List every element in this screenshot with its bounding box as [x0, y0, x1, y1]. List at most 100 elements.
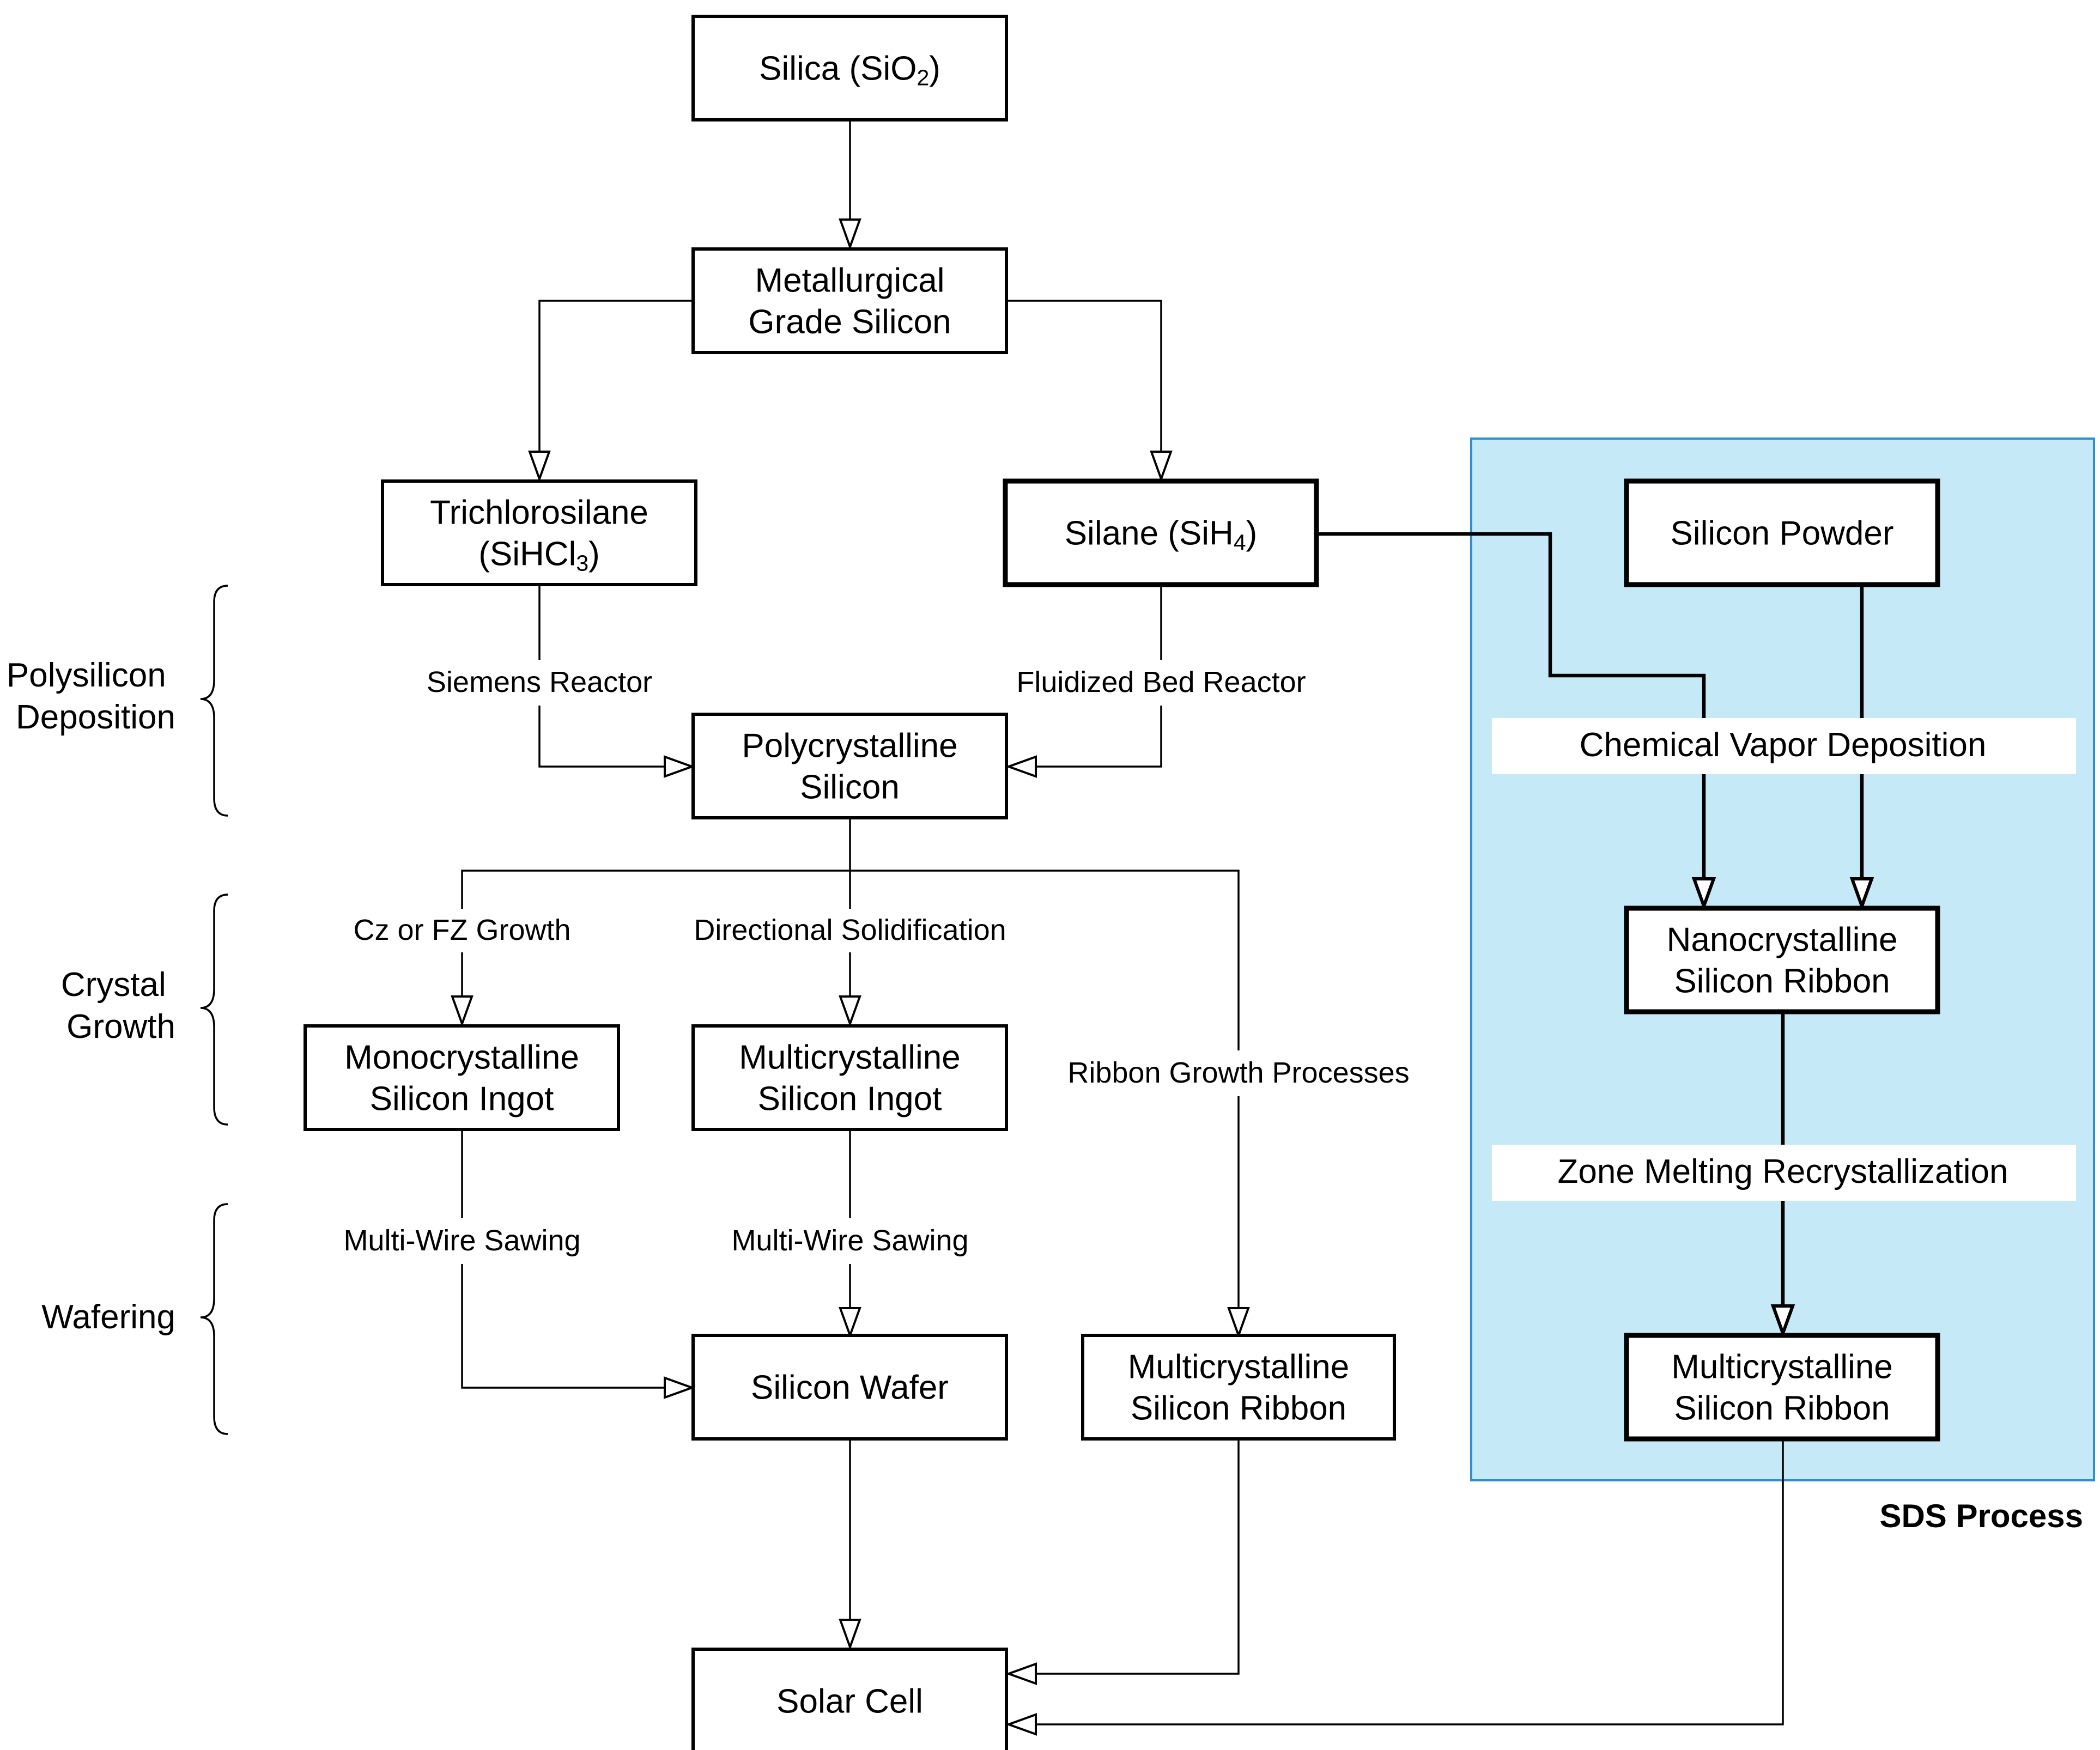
wafering-bracket: [200, 1203, 228, 1435]
stage-wafering: Wafering: [41, 1298, 175, 1336]
node-wafer: Silicon Wafer: [691, 1334, 1008, 1441]
fluidized-label-background: [1005, 660, 1317, 706]
directional-solidification-label: Directional Solidification: [694, 914, 1006, 946]
node-trichlorosilane: Trichlorosilane (SiHCl3): [381, 479, 697, 586]
label-text: Monocrystalline: [344, 1039, 579, 1077]
label-text: ): [588, 536, 600, 573]
fluidized-bed-reactor-label: Fluidized Bed Reactor: [1016, 666, 1306, 698]
node-label: Silane (SiH4): [1065, 515, 1258, 555]
node-box: [691, 1024, 1008, 1131]
sawing-multi-label-background: [721, 1218, 979, 1264]
node-label-line: Silicon: [800, 769, 900, 806]
node-label-line: (SiHCl3): [478, 536, 600, 576]
node-box: [1624, 906, 1940, 1014]
edge-mg-to-silane: [1006, 300, 1173, 482]
node-solar-cell: Solar Cell: [691, 1648, 1008, 1750]
stage-polysilicon-deposition: Polysilicon Deposition: [7, 657, 175, 736]
label-text: Nanocrystalline: [1667, 921, 1898, 959]
node-box: [1081, 1334, 1396, 1441]
node-box: [691, 15, 1008, 121]
edge-trichlorosilane-to-poly: [538, 586, 695, 778]
label-text: Silane (SiH: [1065, 515, 1234, 552]
label-text: Metallurgical: [755, 262, 944, 300]
edge-mg-to-trichlorosilane: [528, 300, 693, 482]
label-text: Silicon Powder: [1670, 515, 1893, 552]
chemical-vapor-deposition-label: Chemical Vapor Deposition: [1580, 726, 1987, 764]
node-label-line: Nanocrystalline: [1667, 921, 1898, 959]
node-label-line: Silane (SiH4): [1065, 515, 1258, 555]
node-box: [691, 1334, 1008, 1441]
node-label: Silicon Wafer: [751, 1369, 949, 1407]
label-text: Silicon Ingot: [370, 1080, 554, 1118]
label-text: Grade Silicon: [748, 303, 951, 341]
label-text: Silicon Ribbon: [1674, 963, 1890, 1000]
subscript: 3: [576, 551, 588, 576]
label-text: Solar Cell: [776, 1683, 923, 1721]
multi-wire-sawing-mono-label: Multi-Wire Sawing: [343, 1224, 580, 1257]
stage-crystal-line2: Growth: [66, 1008, 175, 1046]
node-label-line: Silicon Ribbon: [1131, 1390, 1346, 1427]
edge-multi-ribbon-to-solar-cell: [1005, 1440, 1240, 1685]
label-text: Silicon Ribbon: [1131, 1390, 1346, 1427]
node-label-line: Grade Silicon: [748, 303, 951, 341]
label-text: Polycrystalline: [742, 727, 957, 765]
node-box: [1624, 1333, 1940, 1442]
node-label-line: Metallurgical: [755, 262, 944, 300]
node-label: Silicon Powder: [1670, 515, 1893, 552]
node-label-line: Silicon Powder: [1670, 515, 1893, 552]
label-text: (SiHCl: [478, 536, 576, 573]
node-box: [304, 1024, 620, 1131]
label-text: ): [1246, 515, 1258, 552]
label-text: Multicrystalline: [1671, 1348, 1893, 1386]
node-label-line: Polycrystalline: [742, 727, 957, 765]
edge-mono-ingot-to-wafer: [461, 1129, 695, 1399]
node-label-line: Multicrystalline: [739, 1039, 961, 1077]
ribbon-growth-label-background: [1059, 1050, 1418, 1096]
zmr-label-background: [1492, 1145, 2076, 1201]
node-box: [691, 713, 1008, 819]
cz-fz-growth-label: Cz or FZ Growth: [353, 914, 570, 946]
node-box: [691, 247, 1008, 354]
node-label-line: Multicrystalline: [1671, 1348, 1893, 1386]
label-text: Silica (SiO: [759, 50, 917, 88]
node-label: Solar Cell: [776, 1683, 923, 1721]
stage-crystal-line1: Crystal: [61, 966, 166, 1004]
sawing-mono-label-background: [333, 1218, 591, 1264]
node-box: [691, 1648, 1008, 1750]
node-box: [1624, 478, 1940, 587]
label-text: Multicrystalline: [1128, 1348, 1350, 1386]
stage-crystal-growth: Crystal Growth: [61, 966, 175, 1046]
node-label: Trichlorosilane (SiHCl3): [430, 494, 648, 576]
node-box: [1003, 478, 1319, 587]
siemens-reactor-label: Siemens Reactor: [427, 666, 652, 698]
ribbon-growth-processes-label: Ribbon Growth Processes: [1067, 1056, 1409, 1089]
label-text: Trichlorosilane: [430, 494, 648, 532]
stage-polysilicon-line2: Deposition: [16, 698, 175, 736]
node-silica: Silica (SiO2): [691, 15, 1008, 121]
node-silane: Silane (SiH4): [1003, 478, 1319, 587]
cz-fz-label-background: [343, 909, 581, 952]
node-label-line: Silicon Ribbon: [1674, 963, 1890, 1000]
edge-sds-ribbon-to-solar-cell: [1005, 1440, 1784, 1736]
label-text: Silicon Ribbon: [1674, 1390, 1890, 1427]
label-text: Silicon Ingot: [758, 1080, 942, 1118]
node-label-line: Silicon Ribbon: [1674, 1390, 1890, 1427]
edge-silane-to-poly: [1005, 586, 1162, 778]
polysilicon-bracket: [200, 585, 228, 817]
edge-poly-to-multi-ribbon: [850, 870, 1250, 1339]
siemens-label-background: [414, 660, 665, 706]
zone-melting-recrystallization-label: Zone Melting Recrystallization: [1557, 1153, 2008, 1190]
